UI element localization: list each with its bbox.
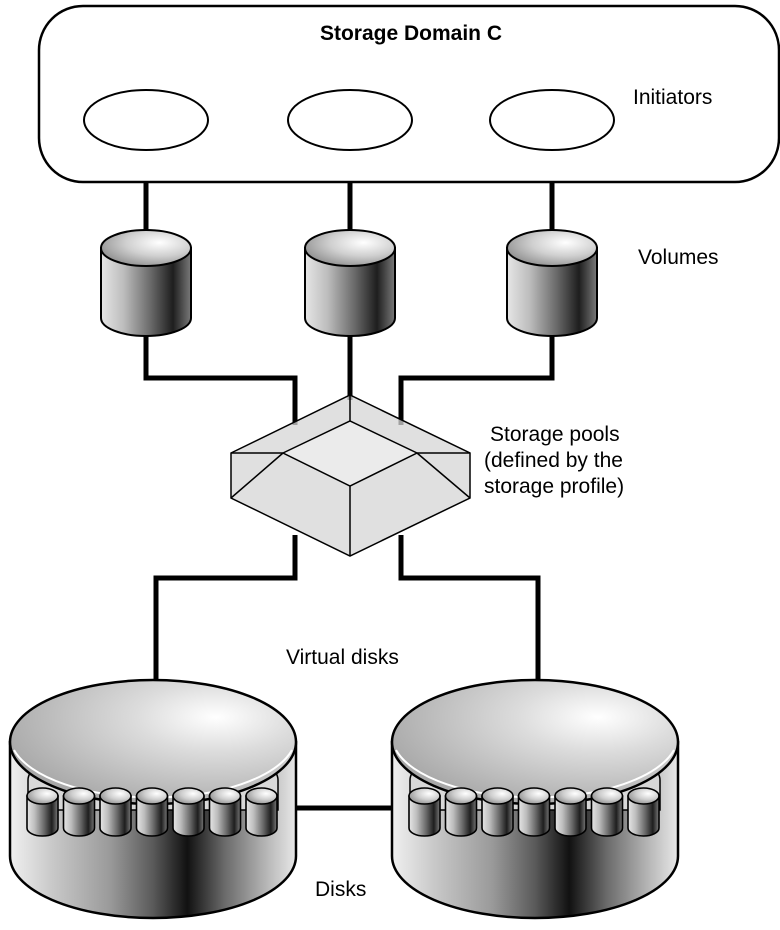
array-1-disks (26, 787, 278, 837)
disk-1-7 (245, 787, 278, 837)
disk-1-5 (172, 787, 205, 837)
disk-2-7 (627, 787, 660, 837)
disk-2-2 (444, 787, 478, 837)
volumes-label: Volumes (638, 246, 719, 269)
storage-domain-title: Storage Domain C (320, 22, 502, 45)
storage-pools-label-3: storage profile) (484, 475, 624, 498)
disk-1-1 (26, 787, 59, 837)
disk-array-1 (8, 678, 298, 920)
storage-pools-label-2: (defined by the (484, 449, 623, 472)
volume-pool-link-3 (398, 322, 555, 425)
volume-3 (506, 229, 598, 337)
initiator-1 (83, 89, 209, 151)
disk-array-2 (390, 678, 680, 920)
disk-2-1 (408, 787, 441, 837)
initiators-group (83, 89, 615, 151)
storage-pool (230, 394, 471, 557)
volume-pool-link-1 (143, 322, 298, 425)
virtual-disks-label: Virtual disks (286, 646, 399, 669)
connectors (143, 182, 555, 811)
volume-2 (304, 229, 396, 337)
pool-vdisk-link-1 (153, 535, 298, 698)
array-2-disks (408, 787, 660, 837)
volumes-group (100, 229, 598, 337)
disks-label: Disks (315, 878, 366, 901)
initiator-2 (287, 89, 413, 151)
disk-2-5 (554, 787, 587, 837)
disk-2-3 (481, 787, 514, 837)
disk-1-3 (99, 787, 132, 837)
storage-pools-label-1: Storage pools (490, 423, 620, 446)
initiator-3 (489, 89, 615, 151)
disk-1-4 (135, 787, 169, 837)
disk-2-6 (590, 787, 624, 837)
volume-1 (100, 229, 192, 337)
disk-2-4 (517, 787, 551, 837)
disk-1-2 (62, 787, 96, 837)
initiators-label: Initiators (633, 86, 712, 109)
disk-1-6 (208, 787, 242, 837)
pool-vdisk-link-2 (398, 535, 541, 698)
